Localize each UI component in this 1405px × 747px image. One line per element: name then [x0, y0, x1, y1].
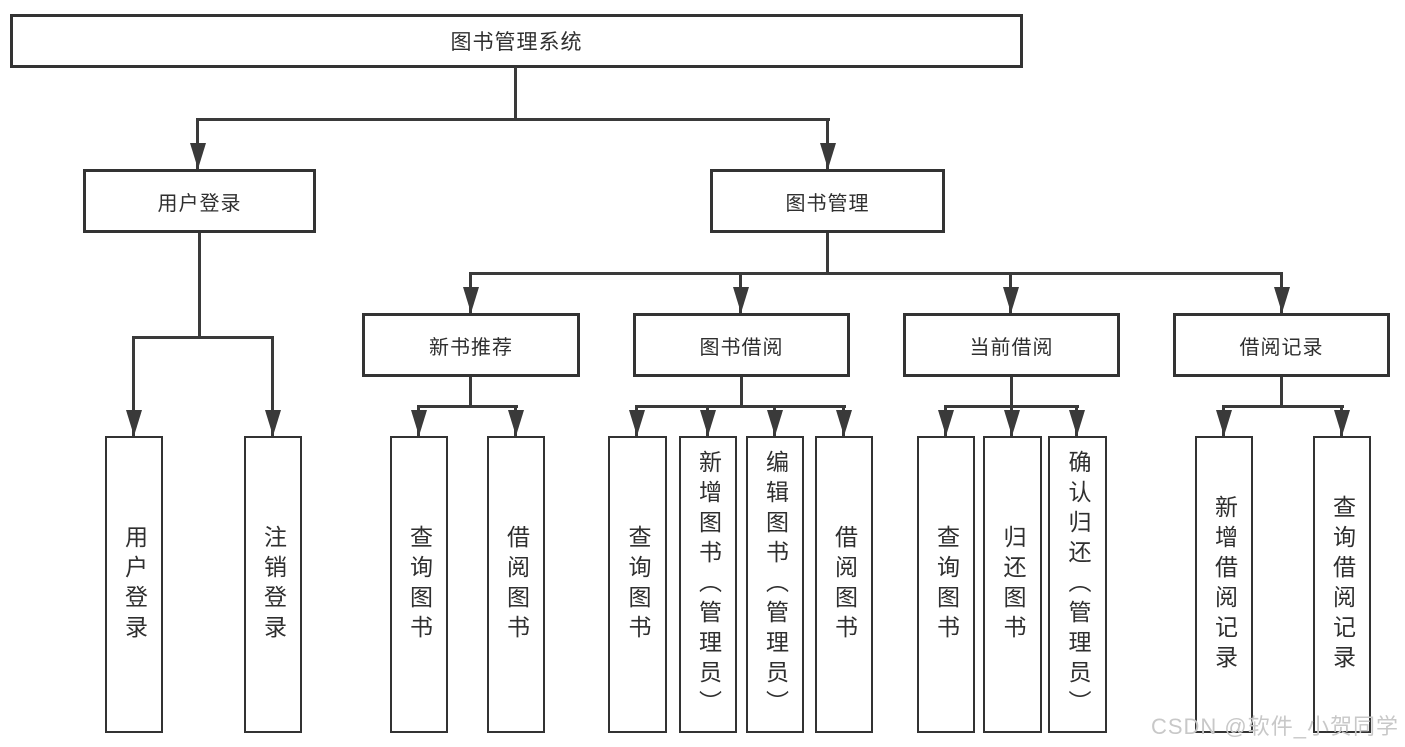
leaf-bb-add-book-admin: 新增图书（管理员）: [679, 436, 737, 733]
leaf-label: 借阅图书: [503, 524, 530, 645]
connector-vline: [826, 233, 829, 272]
connector-vline: [1280, 377, 1283, 405]
node-label: 新书推荐: [429, 336, 513, 359]
connector-hline: [1222, 405, 1344, 408]
node-book-borrowing: 图书借阅: [633, 313, 850, 377]
leaf-bb-edit-book-admin: 编辑图书（管理员）: [746, 436, 804, 733]
connector-arrowhead: [1340, 405, 1343, 436]
connector-vline: [1010, 377, 1013, 405]
node-borrowing-records: 借阅记录: [1173, 313, 1390, 377]
leaf-label: 新增借阅记录: [1211, 494, 1238, 675]
connector-arrowhead: [469, 272, 472, 313]
leaf-bb-query-books: 查询图书: [608, 436, 667, 733]
leaf-nbr-borrow-books: 借阅图书: [487, 436, 545, 733]
node-user-login: 用户登录: [83, 169, 316, 233]
leaf-cb-confirm-return-admin: 确认归还（管理员）: [1048, 436, 1107, 733]
leaf-label: 用户登录: [121, 524, 148, 645]
node-new-book-recommend: 新书推荐: [362, 313, 580, 377]
connector-vline: [514, 67, 517, 118]
leaf-br-query-record: 查询借阅记录: [1313, 436, 1371, 733]
node-label: 图书管理: [785, 192, 870, 215]
leaf-logout: 注销登录: [244, 436, 302, 733]
connector-arrowhead: [739, 272, 742, 313]
connector-hline: [417, 405, 518, 408]
connector-hline: [635, 405, 846, 408]
connector-arrowhead: [417, 405, 420, 436]
connector-arrowhead: [944, 405, 947, 436]
csdn-watermark: CSDN @软件_小贺同学: [1150, 714, 1399, 739]
connector-arrowhead: [271, 336, 274, 436]
leaf-cb-return-books: 归还图书: [983, 436, 1042, 733]
leaf-bb-borrow-books: 借阅图书: [815, 436, 873, 733]
leaf-label: 确认归还（管理员）: [1065, 449, 1091, 720]
leaf-br-add-record: 新增借阅记录: [1195, 436, 1253, 733]
connector-arrowhead: [635, 405, 638, 436]
connector-arrowhead: [196, 118, 199, 169]
node-label: 用户登录: [157, 192, 242, 215]
connector-arrowhead: [1010, 405, 1013, 436]
node-book-management: 图书管理: [710, 169, 945, 233]
connector-vline: [198, 233, 201, 336]
connector-vline: [740, 377, 743, 405]
connector-arrowhead: [514, 405, 517, 436]
connector-arrowhead: [773, 405, 776, 436]
node-label: 当前借阅: [969, 336, 1054, 359]
connector-arrowhead: [132, 336, 135, 436]
node-label: 图书借阅: [699, 336, 784, 359]
leaf-nbr-query-books: 查询图书: [390, 436, 448, 733]
connector-hline: [469, 272, 1283, 275]
leaf-label: 借阅图书: [831, 524, 858, 645]
connector-vline: [469, 377, 472, 405]
connector-hline: [132, 336, 274, 339]
connector-arrowhead: [1075, 405, 1078, 436]
leaf-label: 注销登录: [260, 524, 287, 645]
leaf-user-login: 用户登录: [105, 436, 163, 733]
leaf-label: 查询借阅记录: [1329, 494, 1356, 675]
connector-arrowhead: [1280, 272, 1283, 313]
leaf-label: 查询图书: [625, 524, 651, 645]
connector-arrowhead: [1222, 405, 1225, 436]
node-root-library-system: 图书管理系统: [10, 14, 1023, 68]
leaf-label: 查询图书: [406, 524, 433, 645]
leaf-label: 归还图书: [1000, 524, 1026, 645]
connector-arrowhead: [1009, 272, 1012, 313]
node-current-borrowing: 当前借阅: [903, 313, 1120, 377]
connector-arrowhead: [826, 118, 829, 169]
connector-arrowhead: [706, 405, 709, 436]
node-label: 图书管理系统: [450, 31, 583, 54]
leaf-label: 新增图书（管理员）: [695, 449, 722, 720]
leaf-label: 编辑图书（管理员）: [762, 449, 789, 720]
connector-arrowhead: [842, 405, 845, 436]
node-label: 借阅记录: [1239, 336, 1324, 359]
leaf-cb-query-books: 查询图书: [917, 436, 975, 733]
connector-hline: [197, 118, 830, 121]
leaf-label: 查询图书: [933, 524, 960, 645]
